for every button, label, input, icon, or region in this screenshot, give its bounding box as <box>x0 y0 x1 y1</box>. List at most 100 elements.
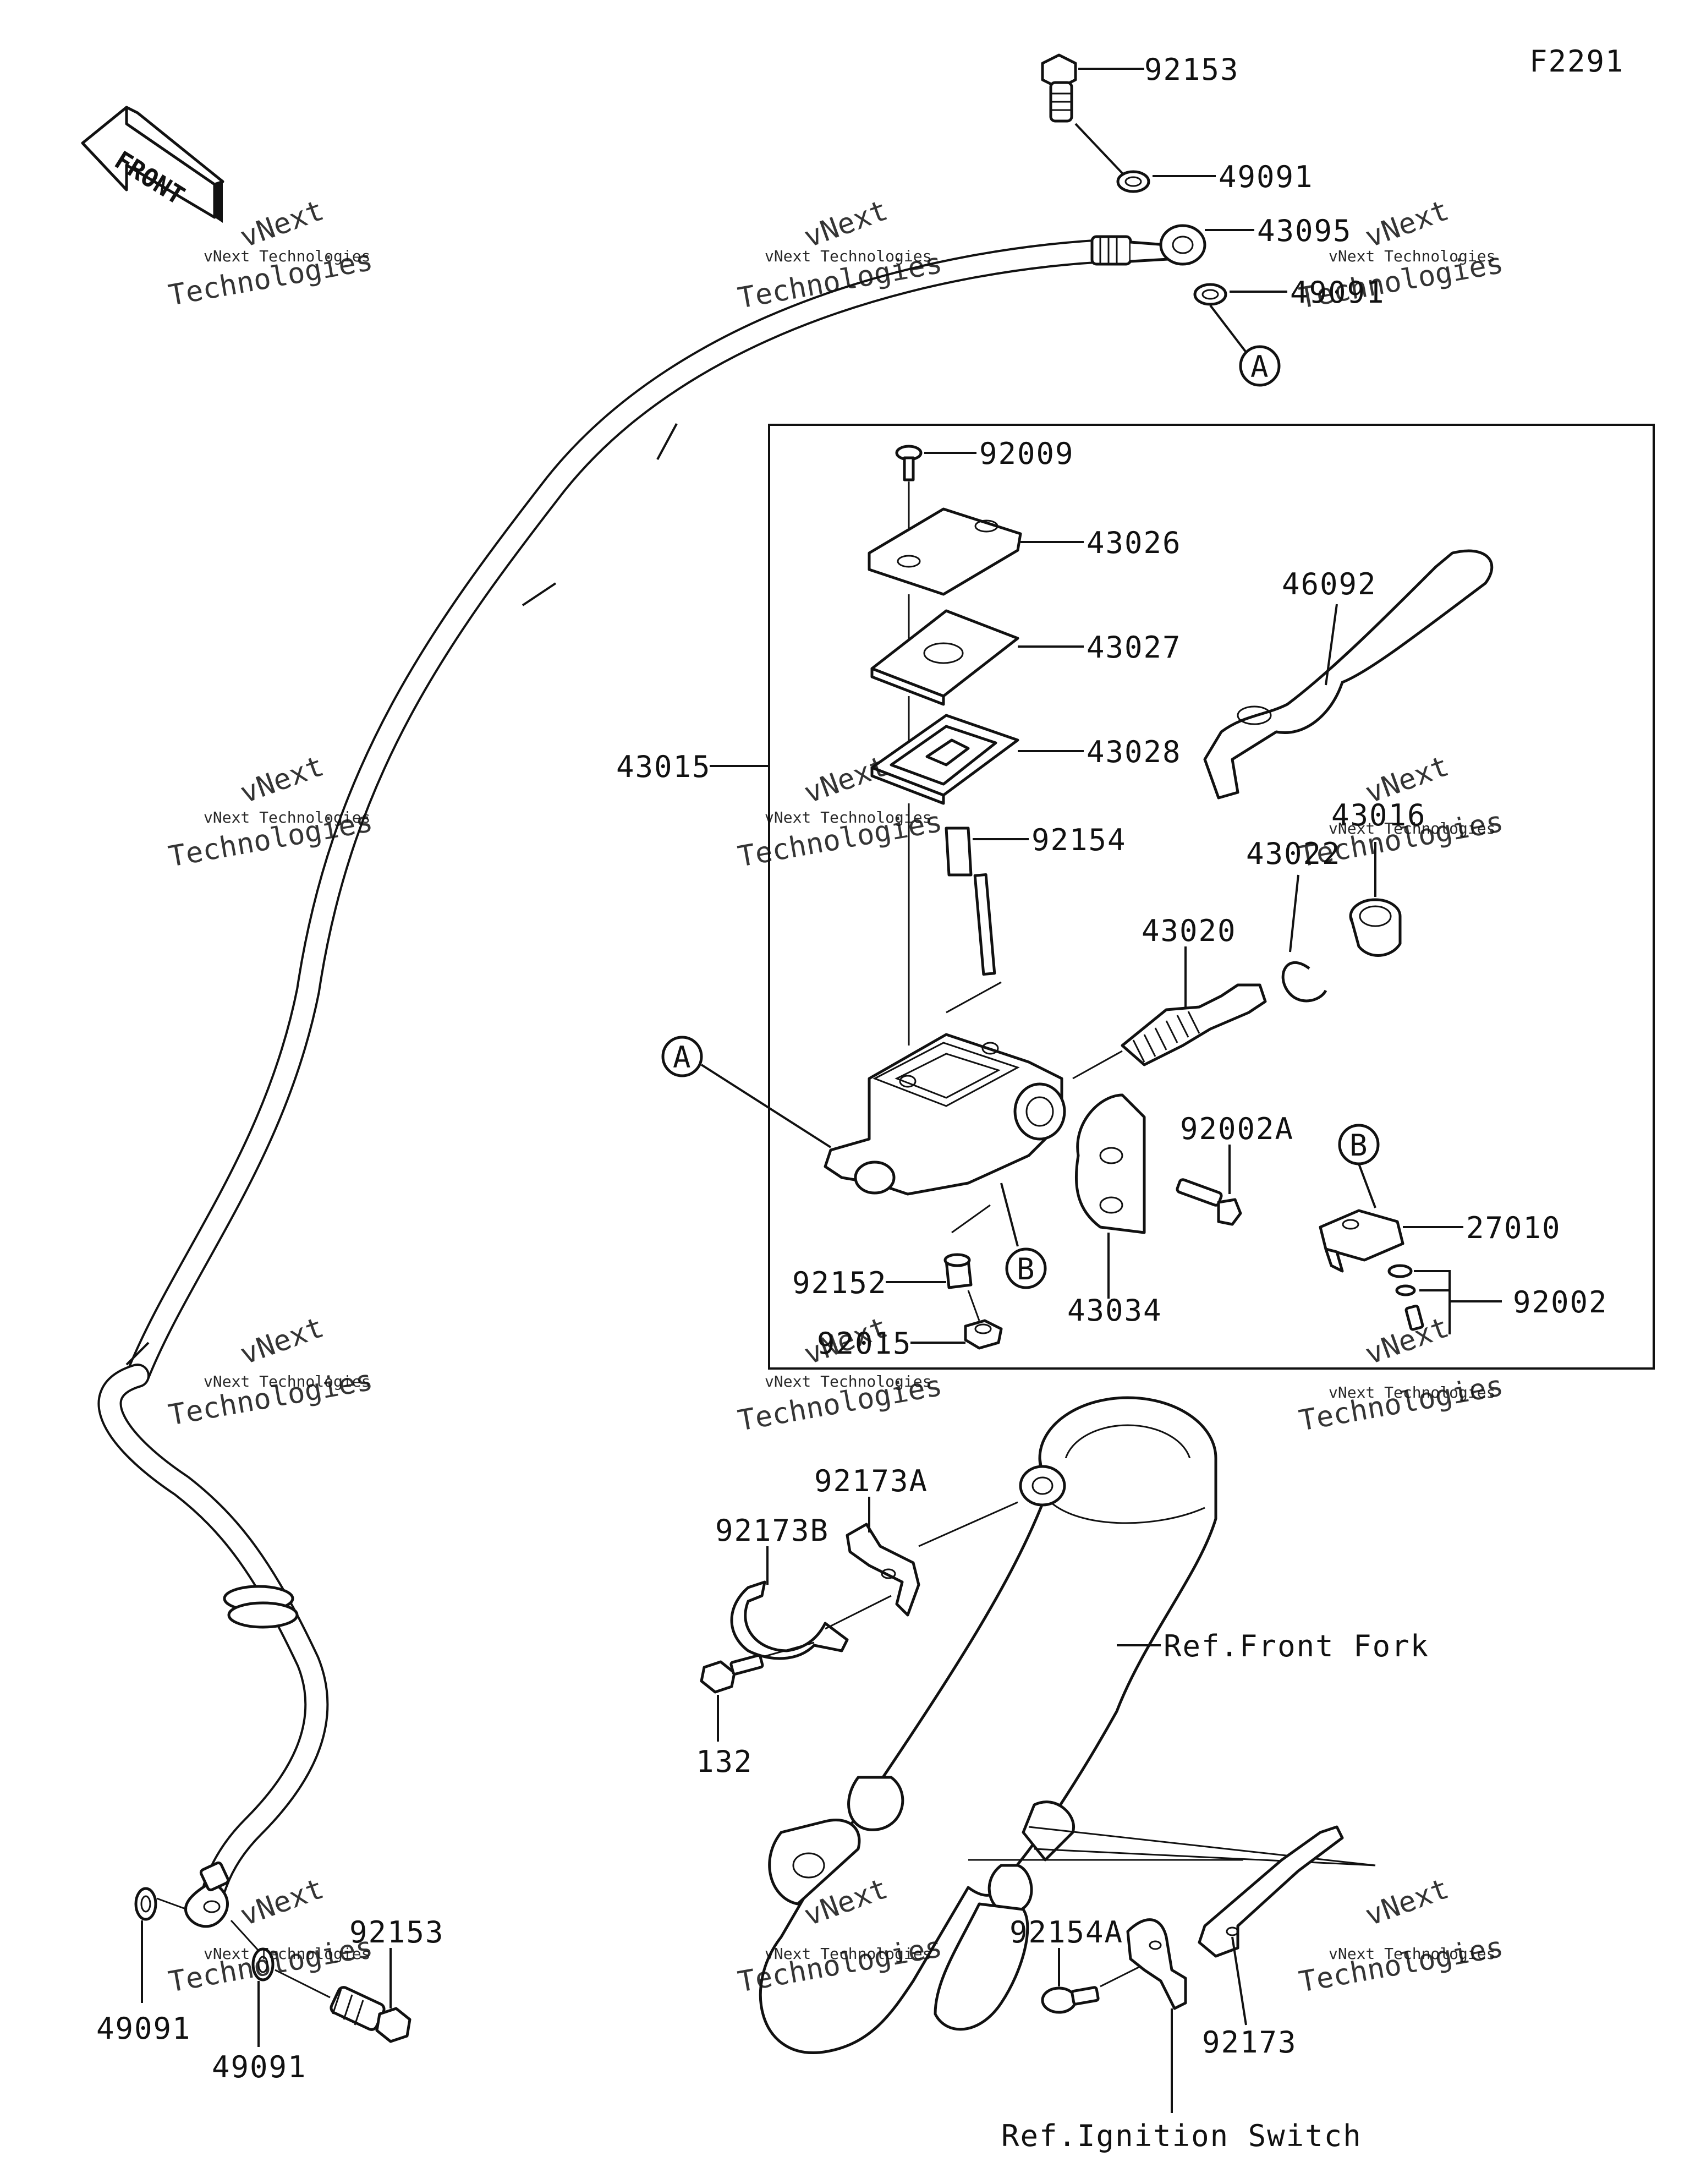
clamp-92173b <box>730 1580 849 1660</box>
brake-switch-27010 <box>1319 1209 1404 1273</box>
part-49091-a: 49091 <box>1219 160 1314 194</box>
banjo-bolt-top <box>1041 53 1077 123</box>
screw-92009 <box>895 445 923 481</box>
part-43095: 43095 <box>1257 214 1352 248</box>
part-43022: 43022 <box>1246 836 1341 871</box>
watermark-8: vNext Technologies vNext Technologies <box>736 1311 945 1438</box>
callout-b-switch-label: B <box>1349 1128 1369 1163</box>
ref-front-fork: Ref.Front Fork <box>1164 1629 1429 1663</box>
watermark-12: vNext Technologies vNext Technologies <box>1297 1872 1506 1999</box>
bushing-43016 <box>1349 898 1402 957</box>
svg-text:vNext Technologies: vNext Technologies <box>1329 247 1495 265</box>
diaphragm-plate-43027 <box>870 609 1019 706</box>
front-arrow-icon: FRONT <box>81 106 224 223</box>
part-43027: 43027 <box>1087 630 1182 665</box>
svg-text:vNext Technologies: vNext Technologies <box>765 1372 931 1391</box>
rod-92154 <box>945 826 996 976</box>
callout-a-body-label: A <box>673 1040 692 1075</box>
svg-text:vNext: vNext <box>236 1872 328 1933</box>
svg-text:vNext: vNext <box>800 194 892 254</box>
svg-text:vNext: vNext <box>236 194 328 254</box>
part-92015: 92015 <box>817 1326 912 1361</box>
svg-text:Technologies: Technologies <box>1297 1930 1506 1999</box>
reservoir-cap-43026 <box>868 507 1022 596</box>
bolt-92154a <box>1041 1986 1100 2014</box>
watermark-2: vNext Technologies vNext Technologies <box>736 194 945 315</box>
washer-49091-b <box>1193 283 1227 306</box>
brake-hose <box>97 235 1179 1900</box>
bracket-92173 <box>1198 1825 1344 1958</box>
part-92154a: 92154A <box>1009 1915 1123 1950</box>
part-92173b: 92173B <box>715 1513 829 1548</box>
part-49091-b: 49091 <box>1290 275 1385 310</box>
part-49091-bl2: 49091 <box>212 2050 307 2084</box>
svg-text:vNext: vNext <box>236 1311 328 1371</box>
piston-43020 <box>1121 983 1267 1066</box>
part-92152: 92152 <box>792 1266 887 1300</box>
callout-a-top-label: A <box>1250 349 1270 384</box>
banjo-bolt-bottom <box>330 1986 411 2043</box>
bolt-132 <box>700 1654 764 1694</box>
part-92173: 92173 <box>1202 2025 1297 2060</box>
nut-92015 <box>964 1319 1003 1350</box>
callout-b-body-label: B <box>1017 1252 1036 1287</box>
svg-text:vNext Technologies: vNext Technologies <box>1329 1945 1495 1963</box>
part-49091-bl1: 49091 <box>96 2011 191 2046</box>
part-43026: 43026 <box>1087 526 1182 560</box>
assembly-43015-frame <box>768 424 1655 1370</box>
washer-49091-bl1 <box>134 1887 157 1921</box>
bracket-92173a <box>846 1523 920 1617</box>
part-92009: 92009 <box>979 436 1074 471</box>
part-92002a: 92002A <box>1180 1112 1294 1146</box>
watermark-7: vNext Technologies vNext Technologies <box>166 1311 375 1432</box>
svg-text:vNext: vNext <box>1361 194 1453 254</box>
svg-text:vNext Technologies: vNext Technologies <box>204 808 370 826</box>
svg-text:vNext Technologies: vNext Technologies <box>1329 819 1495 838</box>
screws-92002 <box>1387 1264 1424 1331</box>
part-92153-bottom: 92153 <box>349 1915 445 1950</box>
part-43020: 43020 <box>1142 913 1237 948</box>
part-46092: 46092 <box>1282 567 1377 601</box>
ref-ignition-switch: Ref.Ignition Switch <box>1001 2119 1362 2153</box>
banjo-fitting-bottom <box>184 1861 230 1928</box>
svg-text:vNext Technologies: vNext Technologies <box>204 1372 370 1391</box>
callout-b-body <box>1005 1247 1047 1289</box>
clamp-43034 <box>1074 1093 1146 1234</box>
svg-text:vNext: vNext <box>800 749 892 810</box>
part-43034: 43034 <box>1067 1293 1162 1328</box>
svg-text:vNext Technologies: vNext Technologies <box>765 1945 931 1963</box>
svg-text:vNext Technologies: vNext Technologies <box>765 808 931 826</box>
callout-a-top <box>1239 345 1281 387</box>
svg-text:vNext: vNext <box>1361 1872 1453 1933</box>
watermark-9: vNext Technologies vNext Technologies <box>1297 1311 1506 1438</box>
figure-code: F2291 <box>1529 44 1625 79</box>
part-92153-top: 92153 <box>1144 52 1239 87</box>
bolt-92002a <box>1176 1178 1242 1226</box>
part-132: 132 <box>696 1744 753 1779</box>
svg-text:vNext Technologies: vNext Technologies <box>204 1945 370 1963</box>
part-43028: 43028 <box>1087 735 1182 769</box>
part-27010: 27010 <box>1466 1211 1561 1245</box>
part-43016: 43016 <box>1331 798 1426 833</box>
svg-text:vNext Technologies: vNext Technologies <box>765 247 931 265</box>
part-92154: 92154 <box>1031 823 1127 857</box>
front-fork <box>759 1396 1217 2054</box>
circlip-43022 <box>1281 961 1327 1003</box>
part-92002: 92002 <box>1513 1285 1608 1320</box>
ignition-switch-bracket <box>1126 1918 1187 2010</box>
washer-49091-bl2 <box>251 1947 275 1982</box>
svg-text:Technologies: Technologies <box>1297 1369 1506 1437</box>
spacer-92152 <box>943 1253 973 1289</box>
svg-text:vNext Technologies: vNext Technologies <box>204 247 370 265</box>
svg-text:vNext: vNext <box>800 1311 892 1371</box>
part-43015: 43015 <box>616 749 711 784</box>
watermark-1: vNext Technologies vNext Technologies <box>166 194 375 313</box>
svg-text:vNext: vNext <box>236 749 328 810</box>
svg-text:vNext: vNext <box>1361 1311 1453 1371</box>
part-92173a: 92173A <box>814 1464 928 1498</box>
washer-49091-a <box>1116 170 1150 193</box>
svg-text:vNext Technologies: vNext Technologies <box>1329 1383 1495 1402</box>
brake-lever-46092 <box>1203 549 1494 800</box>
watermark-3: vNext Technologies vNext Technologies <box>1297 194 1506 315</box>
banjo-fitting-43095 <box>1159 224 1206 266</box>
